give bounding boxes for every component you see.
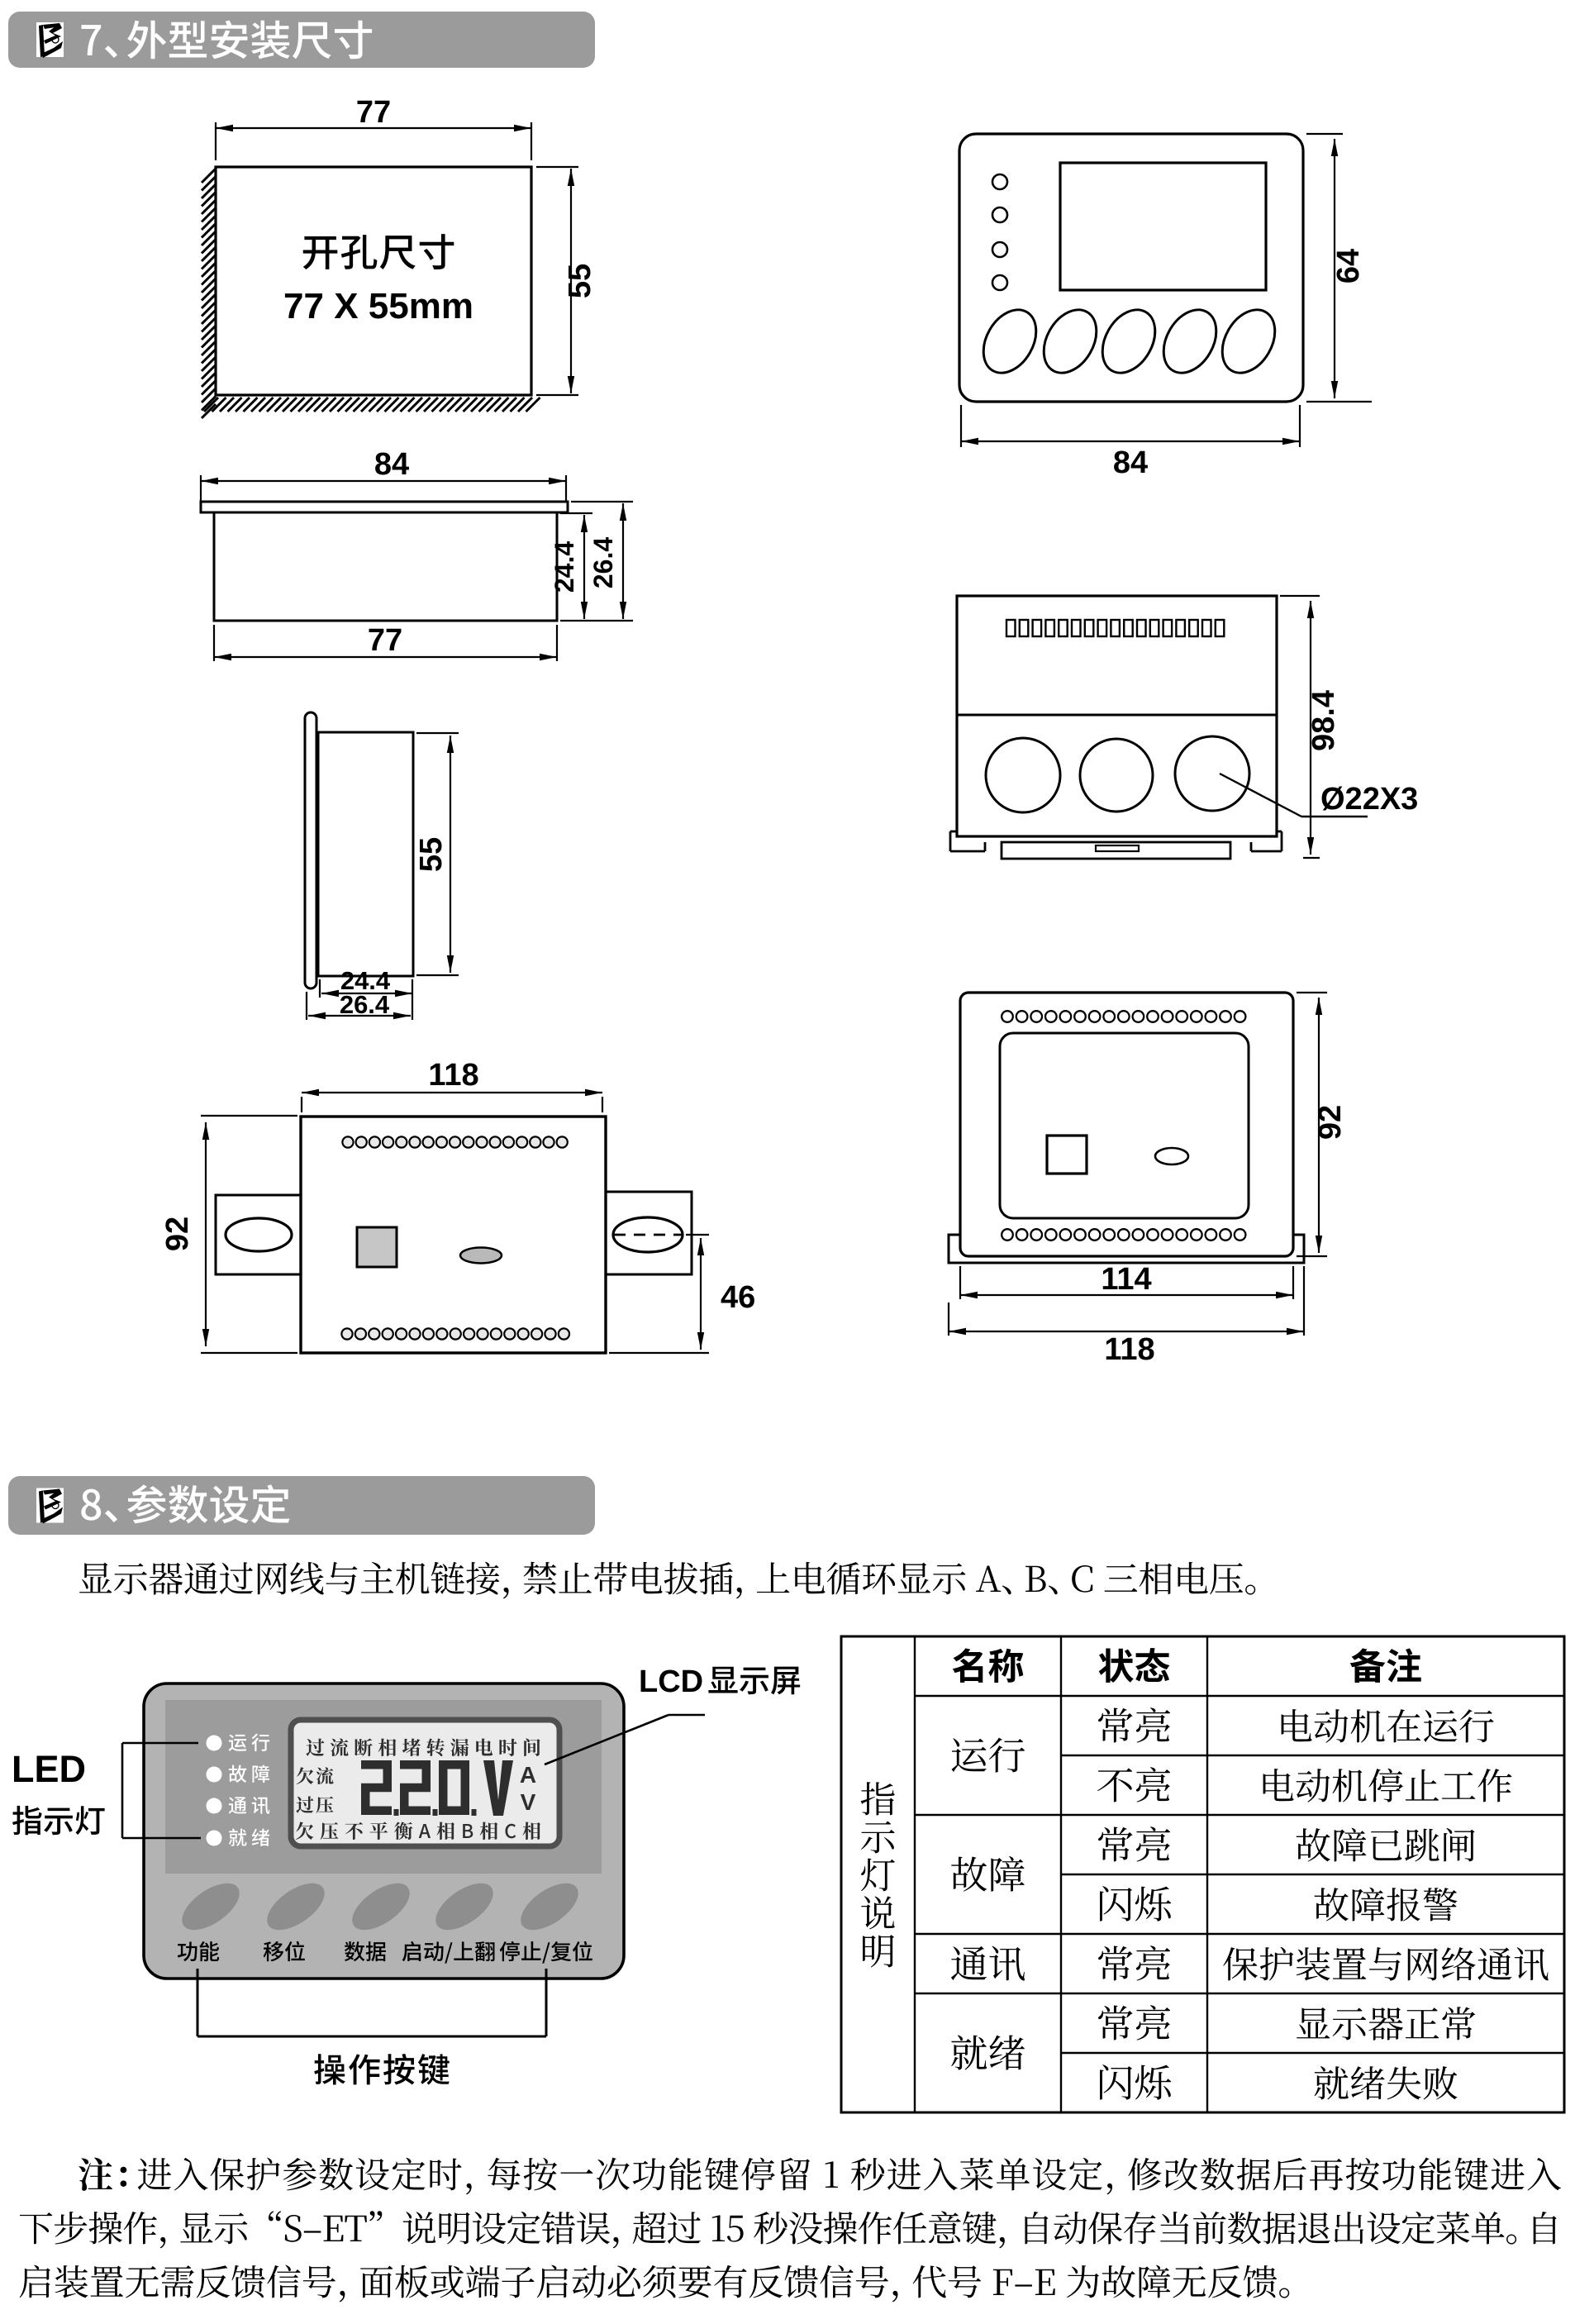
svg-text:26.4: 26.4 xyxy=(340,990,390,1019)
svg-text:114: 114 xyxy=(1101,1262,1151,1297)
svg-text:55: 55 xyxy=(414,837,449,872)
svg-text:24.4: 24.4 xyxy=(550,541,579,593)
svg-text:92: 92 xyxy=(160,1217,195,1251)
svg-text:26.4: 26.4 xyxy=(588,537,618,588)
svg-text:A: A xyxy=(520,1762,536,1788)
svg-text:84: 84 xyxy=(374,447,409,482)
svg-text:98.4: 98.4 xyxy=(1306,690,1341,751)
svg-text:64: 64 xyxy=(1331,249,1366,283)
svg-text:55: 55 xyxy=(563,264,597,298)
svg-text:92: 92 xyxy=(1313,1105,1348,1140)
svg-text:LED: LED xyxy=(12,1748,86,1790)
svg-text:77: 77 xyxy=(356,95,391,130)
svg-text:77: 77 xyxy=(368,623,402,658)
svg-text:118: 118 xyxy=(1104,1332,1154,1367)
svg-text:77 X 55mm: 77 X 55mm xyxy=(283,286,473,326)
svg-text:24.4: 24.4 xyxy=(340,966,391,995)
svg-text:46: 46 xyxy=(721,1280,755,1315)
svg-text:V: V xyxy=(521,1789,536,1815)
svg-text:LCD: LCD xyxy=(639,1664,703,1699)
svg-text:118: 118 xyxy=(428,1058,478,1093)
svg-text:84: 84 xyxy=(1113,445,1148,480)
svg-text:Ø22X3: Ø22X3 xyxy=(1320,782,1418,817)
